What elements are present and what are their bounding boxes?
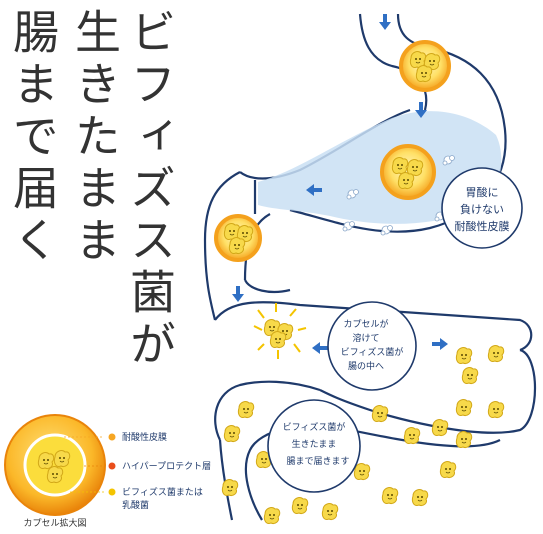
svg-text:腸まで届きます: 腸まで届きます [286,456,349,467]
headline-line-2: 生きたまま [68,8,122,268]
arrow-left-icon [306,184,322,196]
legend-item-lactic: 乳酸菌 [122,499,149,511]
bacteria-icon [269,331,287,349]
acid-bubble-icon [380,225,393,236]
tract-outline [203,13,536,521]
capsule-stomach [380,144,436,200]
callout-stomach: 胃酸に 負けない 耐酸性皮膜 [441,167,523,249]
arrow-down-icon [415,102,427,118]
headline-line-1: ビフィズス菌が [123,8,177,372]
svg-text:腸の中へ: 腸の中へ [348,360,384,372]
headline-line-3: 腸まで届く [6,8,60,268]
capsule-duodenum [214,214,262,262]
svg-text:負けない: 負けない [460,203,504,216]
svg-text:ビフィズス菌が: ビフィズス菌が [341,346,404,358]
capsule-legend: 耐酸性皮膜 ハイパープロテクト層 ビフィズス菌または 乳酸菌 [64,431,211,511]
capsule-enlarged-view: カプセル拡大図 [4,414,106,529]
arrow-down-icon [232,286,244,302]
legend-item-protect-layer: ハイパープロテクト層 [122,461,211,472]
legend-item-acid-film: 耐酸性皮膜 [122,431,167,443]
capsule-top [399,40,451,92]
svg-text:生きたまま: 生きたまま [292,438,337,450]
callout-arrive: ビフィズス菌が 生きたまま 腸まで届きます [267,399,361,493]
svg-text:溶けて: 溶けて [352,332,379,344]
bacteria-release-burst [253,303,307,359]
arrow-right-icon [432,338,448,350]
acid-bubble-icon [342,221,355,232]
svg-text:ビフィズス菌が: ビフィズス菌が [283,421,346,433]
stomach-fluid [258,111,502,224]
capsule-caption: カプセル拡大図 [23,517,86,529]
arrow-left-icon [312,342,328,354]
svg-text:カプセルが: カプセルが [343,318,388,330]
callout-release: カプセルが 溶けて ビフィズス菌が 腸の中へ [327,301,417,391]
legend-item-bacteria: ビフィズス菌または [122,486,203,498]
flow-arrows [232,14,448,354]
svg-text:耐酸性皮膜: 耐酸性皮膜 [455,219,510,233]
svg-text:胃酸に: 胃酸に [466,185,499,199]
arrow-down-icon [379,14,391,30]
